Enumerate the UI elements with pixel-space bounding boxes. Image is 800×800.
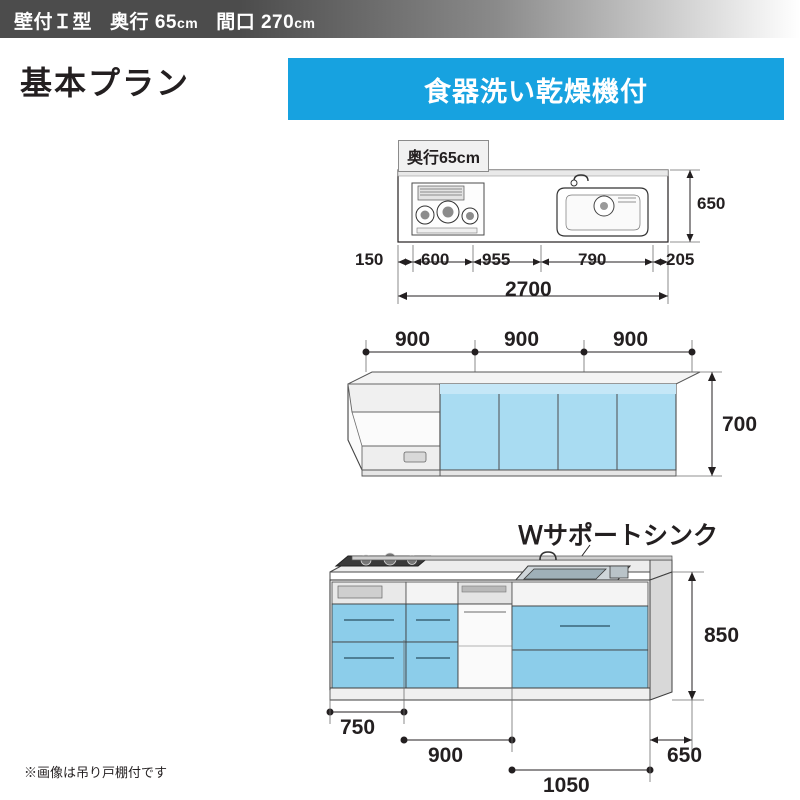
base-seg-2: 1050 — [543, 774, 590, 797]
feature-banner: 食器洗い乾燥機付 — [288, 58, 784, 120]
header-width-value: 270 — [260, 12, 295, 33]
top-total-dim: 2700 — [505, 278, 552, 301]
sink-label: Ｗサポートシンク — [518, 522, 719, 550]
wall-seg-1: 900 — [504, 328, 540, 351]
footnote: ※画像は吊り戸棚付です — [24, 765, 168, 780]
wall-seg-2: 900 — [613, 328, 649, 351]
header-width-label: 間口 — [216, 12, 256, 33]
top-view-group — [397, 169, 700, 304]
top-seg-0: 150 — [355, 250, 384, 269]
header-depth-value: 65 — [154, 12, 177, 33]
header-bar — [0, 0, 800, 38]
top-view-depth-dim: 650 — [697, 194, 726, 213]
top-seg-3: 790 — [578, 250, 607, 269]
base-depth-dim: 650 — [667, 744, 703, 767]
base-seg-1: 900 — [428, 744, 464, 767]
wall-seg-0: 900 — [395, 328, 431, 351]
wall-height-dim: 700 — [722, 413, 758, 436]
top-seg-4: 205 — [666, 250, 695, 269]
base-cabinet-group — [326, 544, 704, 782]
header-width-unit: cm — [294, 15, 316, 31]
top-seg-2: 955 — [482, 250, 511, 269]
top-seg-1: 600 — [421, 250, 450, 269]
page-title: 基本プラン — [20, 65, 191, 101]
header-type-label: 壁付Ｉ型 — [14, 12, 93, 33]
header-depth-label: 奥行 — [110, 12, 150, 33]
header-depth-unit: cm — [176, 15, 199, 31]
base-seg-0: 750 — [340, 716, 376, 739]
depth-tag: 奥行65cm — [398, 140, 489, 172]
wall-cabinet-group — [347, 340, 722, 477]
feature-banner-label: 食器洗い乾燥機付 — [424, 76, 648, 107]
base-height-dim: 850 — [704, 624, 740, 647]
